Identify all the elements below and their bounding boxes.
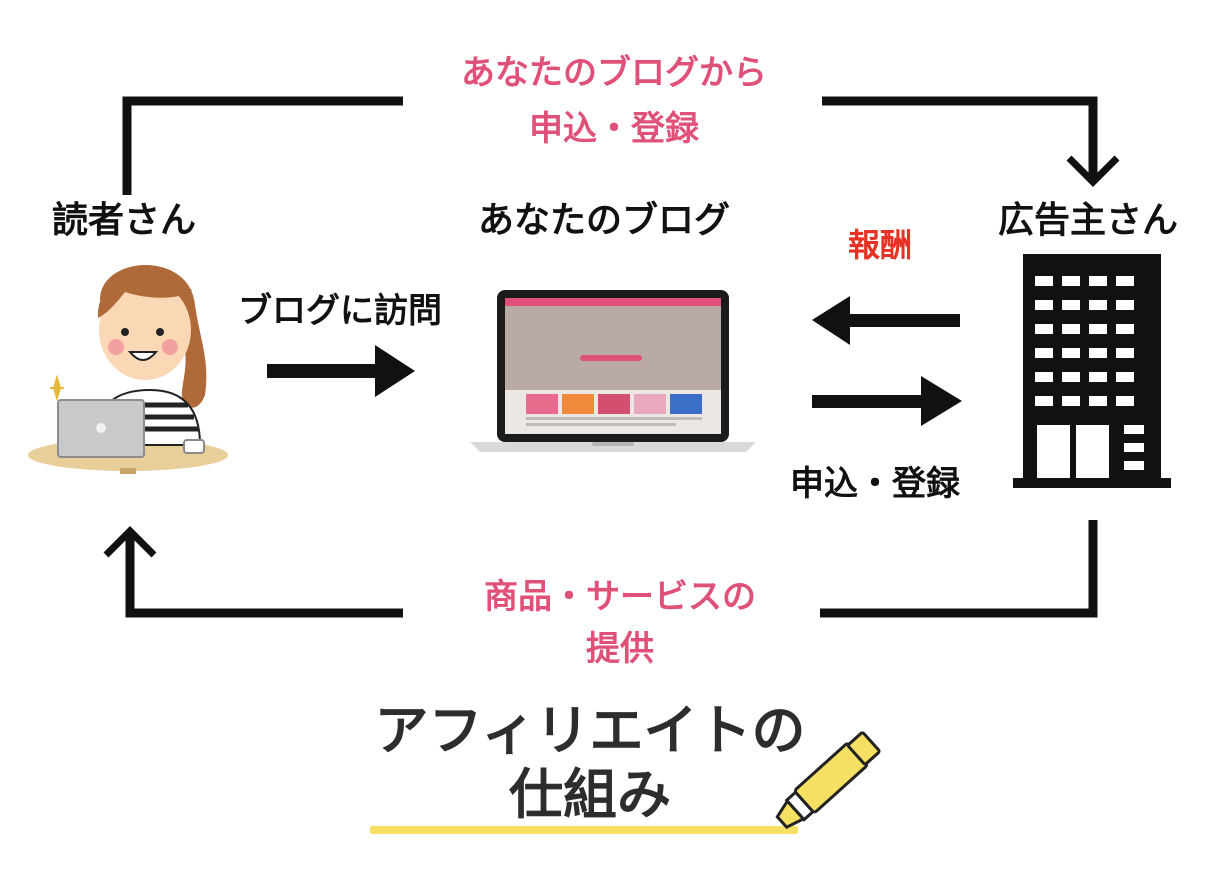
- top-flow-arrowhead: [1066, 155, 1120, 187]
- visit-label: ブログに訪問: [238, 291, 442, 331]
- diagram-title-line1: アフィリエイトの: [374, 699, 806, 762]
- highlighter-pen-icon: [370, 731, 881, 834]
- top-flow-label-line1: あなたのブログから: [461, 53, 767, 93]
- reward-arrow: [812, 296, 960, 345]
- laptop-blog-icon: [470, 290, 756, 452]
- bottom-flow-arrowhead: [103, 526, 157, 558]
- apply-arrow: [812, 376, 962, 426]
- visit-arrow: [267, 345, 415, 397]
- diagram-title-line2: 仕組み: [509, 763, 671, 826]
- bottom-flow-label-line2: 提供: [586, 629, 654, 669]
- bottom-flow-label-line1: 商品・サービスの: [484, 577, 756, 617]
- advertiser-label: 広告主さん: [998, 200, 1179, 241]
- reward-label: 報酬: [848, 226, 913, 264]
- blog-label: あなたのブログ: [478, 200, 731, 241]
- top-flow-label-line2: 申込・登録: [529, 109, 699, 149]
- building-icon: [1013, 254, 1171, 488]
- bottom-flow-line-left: [125, 532, 403, 618]
- reader-label: 読者さん: [52, 200, 197, 241]
- apply-label: 申込・登録: [790, 464, 960, 504]
- top-flow-line-left: [122, 96, 403, 195]
- bottom-flow-line-right: [820, 520, 1098, 618]
- woman-laptop-icon: [28, 265, 228, 474]
- top-flow-line-right: [822, 96, 1098, 180]
